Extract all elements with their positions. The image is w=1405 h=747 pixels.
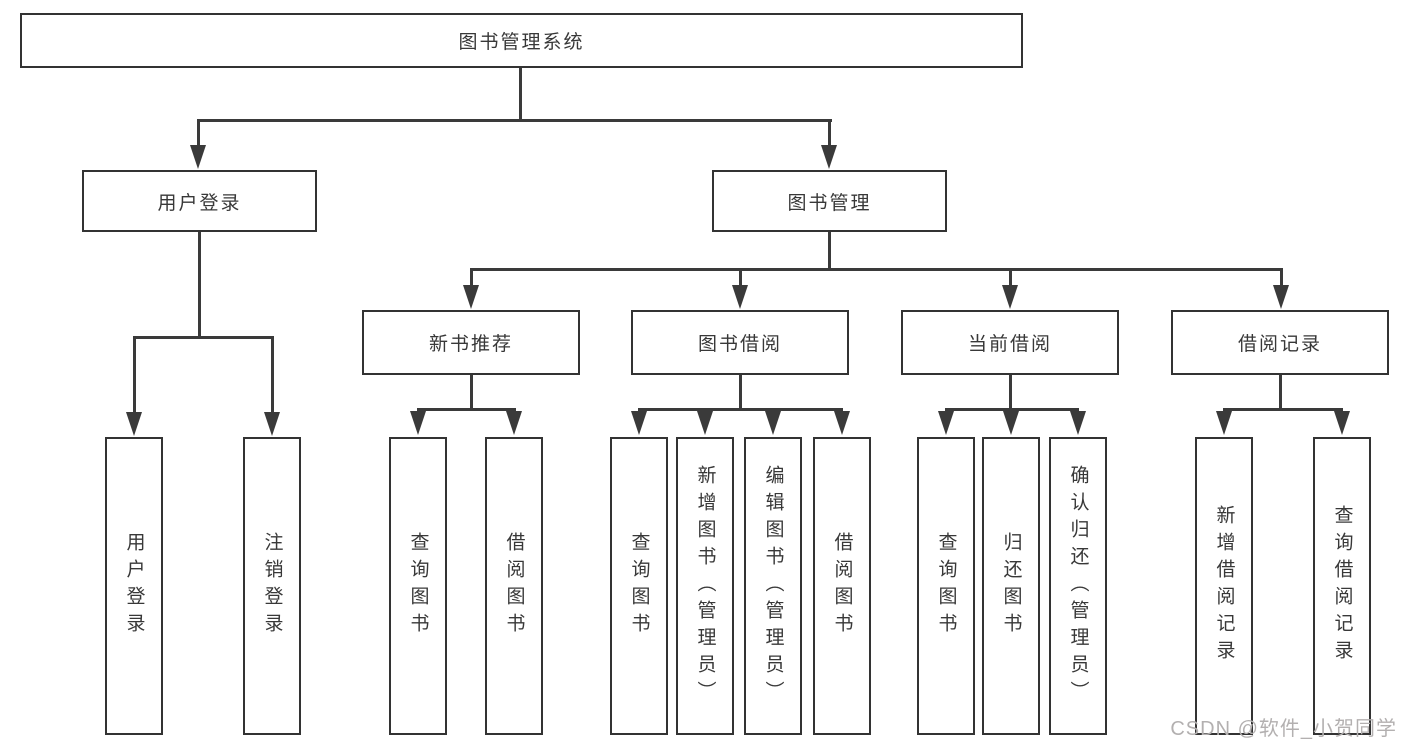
node-label: 查询图书: [628, 532, 650, 640]
node-label: 图书管理: [787, 192, 872, 214]
arrowhead-down-icon: [506, 411, 522, 435]
arrowhead-down-icon: [732, 285, 748, 309]
node-label: 确认归还（管理员）: [1067, 464, 1089, 708]
arrowhead-down-icon: [1216, 411, 1232, 435]
leaf-bb-add-books-admin: 新增图书（管理员）: [676, 437, 734, 735]
connector-line: [417, 408, 516, 411]
arrowhead-down-icon: [1002, 285, 1018, 309]
node-label: 新增借阅记录: [1213, 505, 1235, 667]
node-book-borrowing: 图书借阅: [631, 310, 849, 375]
connector-line: [1280, 268, 1283, 288]
leaf-logout: 注销登录: [243, 437, 301, 735]
node-label: 当前借阅: [967, 334, 1052, 355]
node-label: 查询图书: [935, 532, 957, 640]
leaf-bb-edit-books-admin: 编辑图书（管理员）: [744, 437, 802, 735]
connector-line: [1223, 408, 1343, 411]
node-current-borrowing: 当前借阅: [901, 310, 1119, 375]
node-label: 新书推荐: [428, 334, 513, 355]
connector-line: [739, 375, 742, 411]
node-book-management: 图书管理: [712, 170, 947, 232]
arrowhead-down-icon: [190, 145, 206, 169]
node-label: 查询借阅记录: [1331, 505, 1353, 667]
leaf-cb-query-books: 查询图书: [917, 437, 975, 735]
leaf-nb-borrow-books: 借阅图书: [485, 437, 543, 735]
arrowhead-down-icon: [1273, 285, 1289, 309]
node-label: 查询图书: [407, 532, 429, 640]
connector-line: [470, 268, 1283, 271]
node-label: 图书借阅: [697, 334, 782, 355]
node-label: 图书管理系统: [458, 32, 585, 53]
arrowhead-down-icon: [697, 411, 713, 435]
connector-line: [470, 375, 473, 411]
node-label: 借阅图书: [831, 532, 853, 640]
connector-line: [1009, 375, 1012, 411]
leaf-nb-query-books: 查询图书: [389, 437, 447, 735]
connector-line: [470, 268, 473, 288]
leaf-br-query-record: 查询借阅记录: [1313, 437, 1371, 735]
connector-line: [519, 68, 522, 121]
arrowhead-down-icon: [410, 411, 426, 435]
node-label: 借阅图书: [503, 532, 525, 640]
node-label: 用户登录: [157, 192, 242, 214]
connector-line: [197, 119, 832, 122]
arrowhead-down-icon: [631, 411, 647, 435]
connector-line: [1009, 268, 1012, 288]
arrowhead-down-icon: [1070, 411, 1086, 435]
arrowhead-down-icon: [264, 412, 280, 436]
node-user-login: 用户登录: [82, 170, 317, 232]
connector-line: [945, 408, 1079, 411]
leaf-bb-query-books: 查询图书: [610, 437, 668, 735]
arrowhead-down-icon: [938, 411, 954, 435]
connector-line: [133, 336, 136, 414]
node-borrow-records: 借阅记录: [1171, 310, 1389, 375]
connector-line: [133, 336, 274, 339]
arrowhead-down-icon: [463, 285, 479, 309]
node-new-book-recommend: 新书推荐: [362, 310, 580, 375]
connector-line: [271, 336, 274, 414]
connector-line: [638, 408, 843, 411]
connector-line: [197, 119, 200, 147]
leaf-bb-borrow-books: 借阅图书: [813, 437, 871, 735]
node-label: 注销登录: [261, 532, 283, 640]
node-label: 新增图书（管理员）: [694, 464, 716, 708]
arrowhead-down-icon: [834, 411, 850, 435]
leaf-br-add-record: 新增借阅记录: [1195, 437, 1253, 735]
connector-line: [198, 232, 201, 339]
arrowhead-down-icon: [765, 411, 781, 435]
leaf-cb-return-books: 归还图书: [982, 437, 1040, 735]
arrowhead-down-icon: [126, 412, 142, 436]
arrowhead-down-icon: [821, 145, 837, 169]
node-label: 用户登录: [123, 532, 145, 640]
arrowhead-down-icon: [1334, 411, 1350, 435]
node-label: 编辑图书（管理员）: [762, 464, 784, 708]
connector-line: [739, 268, 742, 288]
connector-line: [828, 232, 831, 270]
node-label: 归还图书: [1000, 532, 1022, 640]
csdn-watermark: CSDN @软件_小贺同学: [1170, 718, 1397, 740]
node-label: 借阅记录: [1237, 334, 1322, 355]
arrowhead-down-icon: [1003, 411, 1019, 435]
leaf-user-login: 用户登录: [105, 437, 163, 735]
leaf-cb-confirm-return-admin: 确认归还（管理员）: [1049, 437, 1107, 735]
node-root: 图书管理系统: [20, 13, 1023, 68]
connector-line: [828, 119, 831, 147]
connector-line: [1279, 375, 1282, 411]
